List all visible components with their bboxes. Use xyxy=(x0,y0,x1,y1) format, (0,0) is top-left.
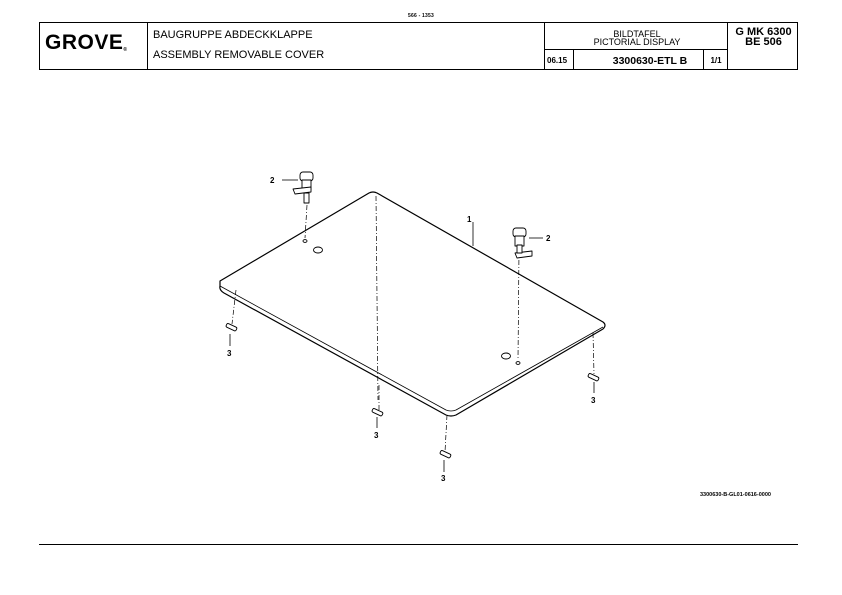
grove-logo: GROVE® xyxy=(45,31,128,54)
pictorial-display-label: BILDTAFEL PICTORIAL DISPLAY xyxy=(593,29,681,47)
callout-2-left: 2 xyxy=(270,176,275,185)
issue-date: 06.15 xyxy=(547,56,568,65)
title-block: GROVE® BAUGRUPPE ABDECKKLAPPE ASSEMBLY R… xyxy=(39,22,798,70)
drawing-reference-number: 3300630-B-GL01-0616-0000 xyxy=(700,492,771,498)
quarter-turn-fastener-left xyxy=(292,171,314,204)
callout-2-right: 2 xyxy=(546,234,551,243)
callout-3-b: 3 xyxy=(374,431,379,440)
bottom-rule xyxy=(39,544,798,545)
document-number: 3300630-ETL B xyxy=(612,55,688,67)
model-designation: G MK 6300 BE 506 xyxy=(735,26,792,48)
title-english: ASSEMBLY REMOVABLE COVER xyxy=(153,49,325,61)
cover-plate xyxy=(219,191,606,417)
callout-3-d: 3 xyxy=(591,396,596,405)
title-german: BAUGRUPPE ABDECKKLAPPE xyxy=(153,29,313,41)
retaining-pins xyxy=(225,323,600,459)
callout-3-a: 3 xyxy=(227,349,232,358)
sheet-number: 1/1 xyxy=(710,56,722,65)
callout-3-c: 3 xyxy=(441,474,446,483)
page-number: 566 - 1353 xyxy=(408,13,434,19)
callout-1: 1 xyxy=(467,215,472,224)
quarter-turn-fastener-right xyxy=(512,227,533,259)
callout-labels: 2 1 2 3 3 3 3 xyxy=(227,176,596,483)
